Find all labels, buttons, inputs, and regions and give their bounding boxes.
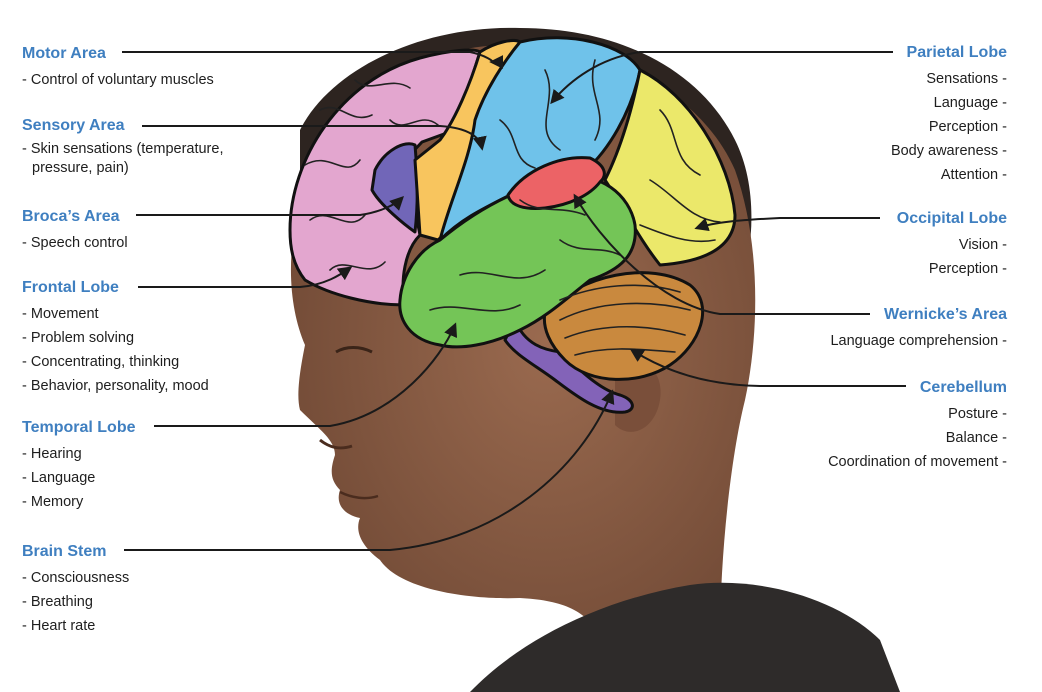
label-cerebellum: Cerebellum Posture Balance Coordination … <box>828 378 1007 474</box>
leader-parietal <box>550 51 893 105</box>
brain-folds <box>304 59 721 356</box>
label-temporal-lobe: Temporal Lobe Hearing Language Memory <box>22 418 136 514</box>
label-sensory-area: Sensory Area Skin sensations (temperatur… <box>22 116 223 178</box>
label-brain-stem: Brain Stem Consciousness Breathing Heart… <box>22 542 129 638</box>
label-frontal-lobe: Frontal Lobe Movement Problem solving Co… <box>22 278 209 398</box>
label-brocas-area: Broca’s Area Speech control <box>22 207 128 255</box>
label-item: Posture <box>828 402 1007 426</box>
label-item: Language <box>22 466 136 490</box>
nostril <box>319 438 353 450</box>
label-title: Frontal Lobe <box>22 279 119 296</box>
leader-temporal <box>154 322 458 427</box>
label-item: Problem solving <box>22 326 209 350</box>
label-title: Parietal Lobe <box>906 44 1007 61</box>
leader-sensory <box>142 125 487 151</box>
label-wernickes-area: Wernicke’s Area Language comprehension <box>830 305 1007 353</box>
label-item: Speech control <box>22 231 128 255</box>
label-title: Cerebellum <box>919 379 1007 396</box>
label-item: Perception <box>891 115 1007 139</box>
leader-broca <box>136 196 404 216</box>
label-item: Hearing <box>22 442 136 466</box>
leader-motor <box>122 51 504 69</box>
label-item: Attention <box>891 163 1007 187</box>
label-title: Temporal Lobe <box>22 419 136 436</box>
leader-frontal <box>138 266 353 288</box>
eye <box>335 346 373 354</box>
label-parietal-lobe: Parietal Lobe Sensations Language Percep… <box>891 43 1007 187</box>
label-item: Language comprehension <box>830 329 1007 353</box>
label-item: Skin sensations (temperature, <box>22 140 224 159</box>
label-item: Body awareness <box>891 139 1007 163</box>
label-item: Heart rate <box>22 614 129 638</box>
shirt <box>470 582 900 692</box>
label-item: Movement <box>22 302 209 326</box>
label-item: Memory <box>22 490 136 514</box>
label-occipital-lobe: Occipital Lobe Vision Perception <box>897 209 1007 281</box>
leader-occipital <box>694 217 880 232</box>
label-motor-area: Motor Area Control of voluntary muscles <box>22 44 214 92</box>
label-title: Wernicke’s Area <box>883 306 1007 323</box>
label-item: Consciousness <box>22 566 129 590</box>
label-item: pressure, pain) <box>32 160 129 176</box>
leader-wernicke <box>573 193 870 315</box>
leader-cerebellum <box>629 348 906 387</box>
leader-lines <box>122 51 906 551</box>
label-item: Concentrating, thinking <box>22 350 209 374</box>
label-title: Broca’s Area <box>22 208 120 225</box>
label-item: Perception <box>897 257 1007 281</box>
label-item: Control of voluntary muscles <box>22 68 214 92</box>
label-item: Sensations <box>891 67 1007 91</box>
label-item: Vision <box>897 233 1007 257</box>
label-item: Language <box>891 91 1007 115</box>
label-title: Occipital Lobe <box>896 210 1007 227</box>
leader-brainstem <box>124 389 615 551</box>
label-title: Motor Area <box>22 45 106 62</box>
label-item: Coordination of movement <box>828 450 1007 474</box>
occipital-lobe-region <box>603 68 737 267</box>
mouth <box>339 490 379 500</box>
label-item: Balance <box>828 426 1007 450</box>
label-item: Breathing <box>22 590 129 614</box>
label-title: Sensory Area <box>22 117 125 134</box>
label-item: Behavior, personality, mood <box>22 374 209 398</box>
label-title: Brain Stem <box>22 543 107 560</box>
